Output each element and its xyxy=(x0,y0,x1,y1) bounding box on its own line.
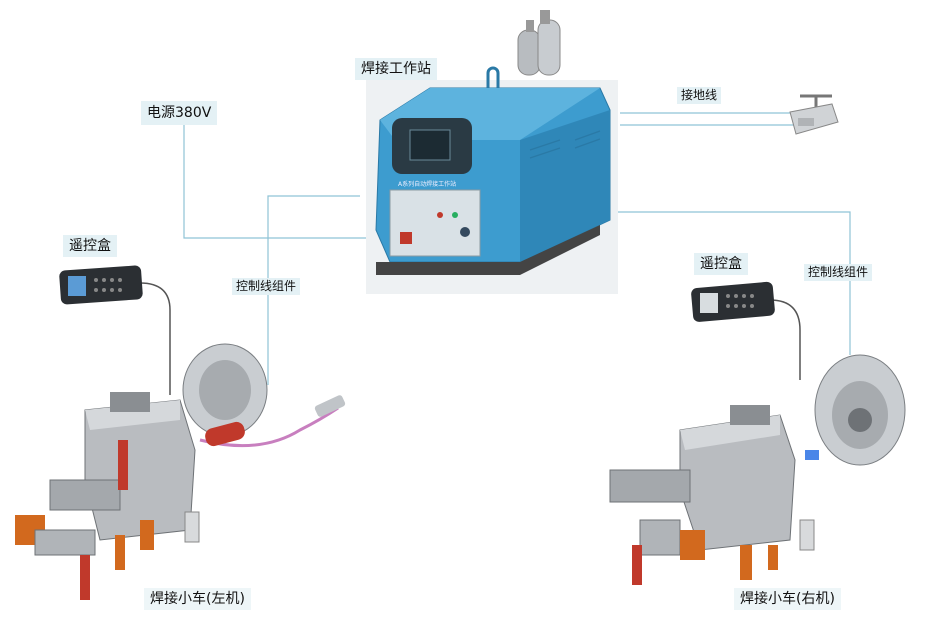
control-panel xyxy=(389,189,481,257)
remote-left-cable xyxy=(139,282,171,395)
remote-right-cable xyxy=(769,299,801,380)
remote-control-left xyxy=(59,265,143,305)
gas-bottle xyxy=(537,19,561,76)
remote-right-label: 遥控盒 xyxy=(694,253,748,275)
power-line xyxy=(183,124,405,239)
carriage-left-label: 焊接小车(左机) xyxy=(144,588,251,610)
power-switch-icon xyxy=(400,232,412,244)
control-cable-left-label: 控制线组件 xyxy=(232,278,301,295)
welding-carriage-left xyxy=(15,343,346,600)
carriage-right-label: 焊接小车(右机) xyxy=(734,588,841,610)
control-cable-right-line xyxy=(612,211,851,355)
remote-left-label: 遥控盒 xyxy=(63,235,117,257)
control-cable-left-line xyxy=(267,195,360,385)
gas-bottle xyxy=(517,29,541,76)
remote-control-right xyxy=(691,281,775,322)
power-label: 电源380V xyxy=(141,101,218,125)
workstation-label: 焊接工作站 xyxy=(355,58,437,80)
control-cable-right-label: 控制线组件 xyxy=(804,264,873,281)
welding-workstation: A系列自动焊接工作站 xyxy=(366,10,618,294)
welding-carriage-right xyxy=(609,354,906,585)
workstation-panel-text: A系列自动焊接工作站 xyxy=(398,180,456,188)
connection-lines xyxy=(139,112,851,395)
ground-clamp-icon xyxy=(789,94,839,135)
ground-label: 接地线 xyxy=(677,87,722,104)
